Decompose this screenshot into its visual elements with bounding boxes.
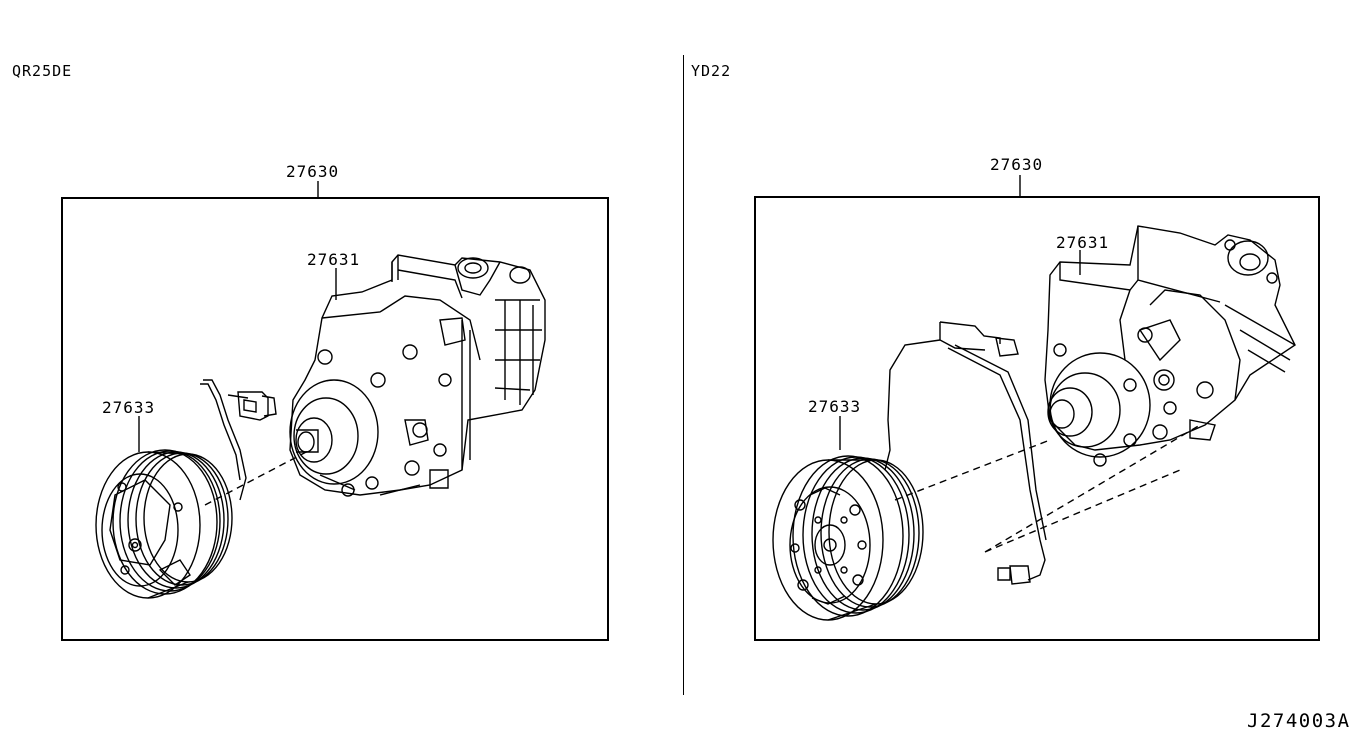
assembly-box-left bbox=[61, 197, 609, 641]
leader-lines-left bbox=[138, 181, 337, 452]
panel-divider bbox=[683, 55, 684, 695]
engine-label-right: YD22 bbox=[691, 62, 732, 80]
engine-label-left: QR25DE bbox=[12, 62, 73, 80]
compressor-icon[interactable] bbox=[289, 254, 546, 497]
clutch-callout-right[interactable]: 27633 bbox=[808, 397, 862, 416]
compressor-callout-left[interactable]: 27631 bbox=[307, 250, 361, 269]
assembly-axis-left bbox=[204, 449, 311, 506]
wire-connector-icon[interactable] bbox=[884, 321, 1047, 585]
clutch-pulley-icon[interactable] bbox=[95, 449, 233, 599]
assembly-axis-right-1 bbox=[894, 439, 1051, 501]
compressor-callout-right[interactable]: 27631 bbox=[1056, 233, 1110, 252]
assembly-box-right bbox=[754, 196, 1320, 641]
assembly-axis-right-2 bbox=[984, 424, 1201, 553]
diagram-code: J274003A bbox=[1247, 710, 1351, 732]
assembly-callout-left[interactable]: 27630 bbox=[286, 162, 340, 181]
clutch-pulley-icon[interactable] bbox=[772, 455, 924, 621]
assembly-callout-right[interactable]: 27630 bbox=[990, 155, 1044, 174]
wire-connector-icon[interactable] bbox=[200, 379, 277, 501]
clutch-callout-left[interactable]: 27633 bbox=[102, 398, 156, 417]
leader-lines-right bbox=[839, 175, 1081, 450]
compressor-icon[interactable] bbox=[1044, 225, 1296, 467]
